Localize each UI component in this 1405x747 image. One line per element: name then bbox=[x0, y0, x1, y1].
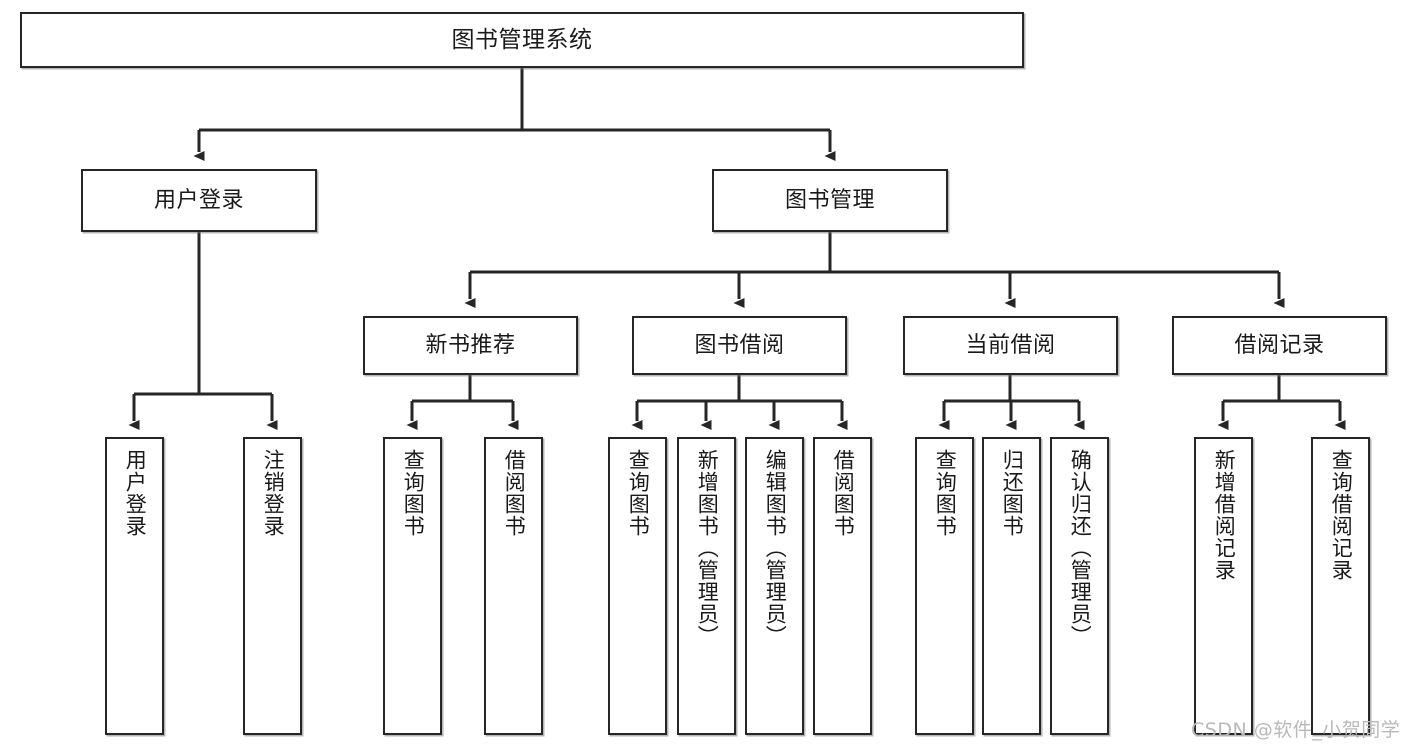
leaf-query-book-borrow[interactable]: 查询图书 bbox=[608, 437, 667, 735]
leaf-label: 注销登录 bbox=[261, 449, 286, 537]
leaf-label: 新增借阅记录 bbox=[1212, 449, 1237, 581]
leaf-label: 确认归还（管理员） bbox=[1068, 449, 1093, 647]
node-user-login[interactable]: 用户登录 bbox=[81, 169, 317, 232]
leaf-label: 新增图书（管理员） bbox=[695, 449, 720, 647]
node-root-book-management-system[interactable]: 图书管理系统 bbox=[20, 12, 1024, 68]
csdn-watermark: CSDN @软件_小贺同学 bbox=[1191, 719, 1401, 741]
node-label: 图书借阅 bbox=[694, 332, 785, 358]
leaf-confirm-return-admin[interactable]: 确认归还（管理员） bbox=[1050, 437, 1109, 735]
node-label: 借阅记录 bbox=[1234, 332, 1325, 358]
node-label: 当前借阅 bbox=[965, 332, 1056, 358]
leaf-add-borrow-record[interactable]: 新增借阅记录 bbox=[1194, 437, 1253, 735]
leaf-logout[interactable]: 注销登录 bbox=[243, 437, 302, 735]
leaf-query-borrow-record[interactable]: 查询借阅记录 bbox=[1311, 437, 1370, 735]
node-label: 图书管理 bbox=[784, 187, 875, 213]
leaf-label: 借阅图书 bbox=[831, 449, 856, 537]
node-book-management[interactable]: 图书管理 bbox=[712, 169, 948, 232]
leaf-edit-book-admin[interactable]: 编辑图书（管理员） bbox=[745, 437, 804, 735]
leaf-borrow-book[interactable]: 借阅图书 bbox=[813, 437, 872, 735]
node-label: 新书推荐 bbox=[425, 332, 516, 358]
node-book-borrow[interactable]: 图书借阅 bbox=[632, 316, 847, 375]
leaf-label: 借阅图书 bbox=[502, 449, 527, 537]
leaf-label: 查询图书 bbox=[626, 449, 651, 537]
leaf-user-login[interactable]: 用户登录 bbox=[105, 437, 164, 735]
node-current-borrow[interactable]: 当前借阅 bbox=[903, 316, 1118, 375]
leaf-label: 查询借阅记录 bbox=[1329, 449, 1354, 581]
node-new-book-recommend[interactable]: 新书推荐 bbox=[363, 316, 578, 375]
leaf-label: 归还图书 bbox=[1000, 449, 1025, 537]
node-label: 用户登录 bbox=[153, 187, 244, 213]
node-borrow-record[interactable]: 借阅记录 bbox=[1172, 316, 1387, 375]
leaf-label: 编辑图书（管理员） bbox=[763, 449, 788, 647]
leaf-add-book-admin[interactable]: 新增图书（管理员） bbox=[677, 437, 736, 735]
leaf-borrow-book-newbook[interactable]: 借阅图书 bbox=[484, 437, 543, 735]
leaf-return-book[interactable]: 归还图书 bbox=[982, 437, 1041, 735]
leaf-query-book-newbook[interactable]: 查询图书 bbox=[383, 437, 442, 735]
leaf-label: 查询图书 bbox=[933, 449, 958, 537]
leaf-label: 用户登录 bbox=[123, 449, 148, 537]
leaf-query-book-current[interactable]: 查询图书 bbox=[915, 437, 974, 735]
node-label: 图书管理系统 bbox=[451, 26, 593, 53]
leaf-label: 查询图书 bbox=[401, 449, 426, 537]
